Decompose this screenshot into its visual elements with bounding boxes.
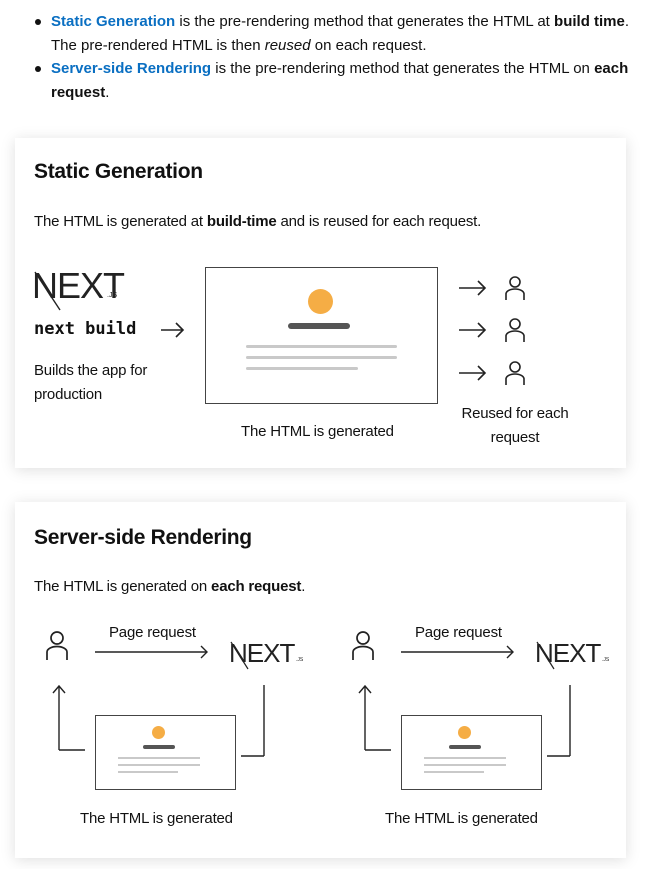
nextjs-logo-sub: .JS xyxy=(296,657,304,663)
text-bar xyxy=(424,764,506,766)
text-bar xyxy=(118,764,200,766)
arrow-right-icon xyxy=(459,322,487,338)
ssg-desc-text: The HTML is generated at xyxy=(34,213,207,230)
html-page-illustration xyxy=(95,715,236,790)
ssr-html-caption: The HTML is generated xyxy=(80,810,233,827)
nextjs-logo: NEXT .JS xyxy=(32,262,142,319)
text-bar xyxy=(246,356,397,359)
ssr-description: The HTML is generated on each request. xyxy=(34,578,305,595)
nextjs-logo-text: NEXT xyxy=(229,638,295,668)
user-icon xyxy=(46,631,68,660)
intro-text: is the pre-rendering method that generat… xyxy=(175,13,555,30)
ssg-description: The HTML is generated at build-time and … xyxy=(34,213,481,230)
nextjs-logo-sub: .JS xyxy=(107,292,117,299)
arrow-right-icon xyxy=(459,280,487,296)
intro-bold: each request xyxy=(51,60,629,101)
ssr-desc-text: The HTML is generated on xyxy=(34,578,212,595)
reused-label-line-1: Reused for each xyxy=(461,405,569,422)
intro-item-static-generation: Static Generation is the pre-rendering m… xyxy=(32,10,632,57)
ssr-flow-left: Page request NEXT .JS xyxy=(15,610,320,830)
arrow-right-icon xyxy=(459,365,487,381)
static-generation-diagram: Static Generation The HTML is generated … xyxy=(15,138,626,468)
nextjs-logo-text: NEXT xyxy=(32,265,125,306)
builds-label: Builds the app for production xyxy=(34,359,174,407)
user-icon xyxy=(505,318,525,342)
text-bar xyxy=(118,757,200,759)
nextjs-logo-text: NEXT xyxy=(535,638,601,668)
ssr-desc-bold: each request xyxy=(211,578,302,595)
return-line xyxy=(547,685,571,757)
avatar-dot xyxy=(458,726,471,739)
page-request-label: Page request xyxy=(109,624,196,641)
reused-label: Reused for each request xyxy=(455,402,575,450)
heading-bar xyxy=(288,323,350,329)
html-page-illustration xyxy=(401,715,542,790)
next-build-command: next build xyxy=(34,319,137,339)
heading-bar xyxy=(143,745,175,749)
user-icon xyxy=(505,361,525,385)
ssr-title: Server-side Rendering xyxy=(34,526,252,549)
arrow-up-icon xyxy=(358,684,391,751)
page-request-label: Page request xyxy=(415,624,502,641)
builds-label-line-2: production xyxy=(34,386,103,403)
ssg-title: Static Generation xyxy=(34,160,203,183)
ssg-html-caption: The HTML is generated xyxy=(241,423,394,440)
nextjs-logo-sub: .JS xyxy=(602,657,610,663)
nextjs-logo: NEXT .JS xyxy=(535,638,610,670)
text-bar xyxy=(246,345,397,348)
arrow-right-icon xyxy=(159,319,187,344)
user-icon xyxy=(352,631,374,660)
intro-text: . xyxy=(105,83,110,101)
ssr-flow-right: Page request NEXT .JS xyxy=(320,610,625,830)
avatar-dot xyxy=(152,726,165,739)
arrow-right-icon xyxy=(95,645,208,659)
static-generation-link[interactable]: Static Generation xyxy=(51,13,176,30)
intro-bold: build time xyxy=(554,13,625,30)
return-line xyxy=(241,685,265,757)
heading-bar xyxy=(449,745,481,749)
arrow-right-icon xyxy=(401,645,514,659)
builds-label-line-1: Builds the app for xyxy=(34,362,148,379)
ssr-desc-text: . xyxy=(301,578,306,595)
ssr-html-caption: The HTML is generated xyxy=(385,810,538,827)
intro-list: Static Generation is the pre-rendering m… xyxy=(32,10,632,104)
text-bar xyxy=(424,757,506,759)
intro-emphasis: reused xyxy=(264,36,311,54)
server-side-rendering-diagram: Server-side Rendering The HTML is genera… xyxy=(15,502,626,858)
request-users xyxy=(455,274,535,399)
text-bar xyxy=(424,771,484,773)
intro-text: . The pre-rendered HTML is then xyxy=(51,13,630,54)
ssg-desc-text: and is reused for each request. xyxy=(276,213,482,230)
arrow-up-icon xyxy=(52,684,85,751)
text-bar xyxy=(246,367,358,370)
text-bar xyxy=(118,771,178,773)
intro-item-server-side-rendering: Server-side Rendering is the pre-renderi… xyxy=(32,57,632,104)
user-icon xyxy=(505,276,525,300)
html-page-illustration xyxy=(205,267,438,404)
server-side-rendering-link[interactable]: Server-side Rendering xyxy=(51,60,212,77)
nextjs-logo: NEXT .JS xyxy=(229,638,304,670)
intro-text: on each request. xyxy=(310,36,427,54)
reused-label-line-2: request xyxy=(490,429,540,446)
ssg-desc-bold: build-time xyxy=(206,213,277,230)
intro-text: is the pre-rendering method that generat… xyxy=(211,60,595,77)
avatar-dot xyxy=(308,289,333,314)
